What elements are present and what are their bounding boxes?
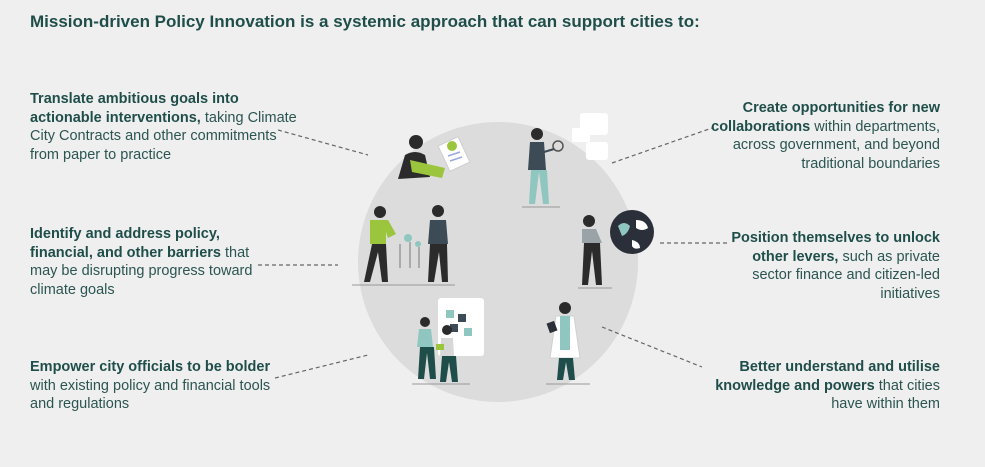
scientist-icon	[546, 302, 590, 385]
item-1-text: taking Climate City Contracts and other …	[30, 109, 297, 163]
item-6-bold: Better understand and utilise knowledge …	[715, 359, 940, 394]
item-6-text: that cities have within them	[831, 377, 940, 413]
item-empower-officials: Empower city officials to be bolder with…	[30, 358, 280, 414]
connector-line-3	[274, 354, 369, 379]
item-understand-powers: Better understand and utilise knowledge …	[690, 358, 940, 414]
item-5-bold: Position themselves to unlock other leve…	[731, 230, 940, 265]
connector-line-4	[611, 127, 713, 164]
item-translate-goals: Translate ambitious goals into actionabl…	[30, 90, 300, 164]
item-4-text: within departments, across government, a…	[732, 118, 940, 172]
item-unlock-levers: Position themselves to unlock other leve…	[720, 229, 940, 303]
item-2-bold: Identify and address policy, financial, …	[30, 226, 221, 261]
person-with-globe-icon	[578, 210, 654, 289]
person-with-magnifier-icon	[522, 113, 608, 208]
connector-line-6	[601, 326, 703, 368]
item-2-text: that may be disrupting progress toward c…	[30, 244, 253, 298]
item-create-collaborations: Create opportunities for new collaborati…	[680, 99, 940, 173]
item-1-bold: Translate ambitious goals into actionabl…	[30, 91, 239, 126]
two-people-collaborating-icon	[352, 205, 455, 286]
page-title: Mission-driven Policy Innovation is a sy…	[30, 12, 700, 31]
two-people-at-board-icon	[412, 298, 484, 385]
item-5-text: such as private sector finance and citiz…	[752, 248, 940, 302]
item-4-bold: Create opportunities for new collaborati…	[711, 100, 940, 135]
item-identify-barriers: Identify and address policy, financial, …	[30, 225, 270, 299]
connector-line-1	[277, 129, 369, 156]
item-3-text: with existing policy and financial tools…	[30, 377, 271, 413]
person-reading-document-icon	[398, 135, 471, 179]
item-3-bold: Empower city officials to be bolder	[30, 359, 271, 375]
